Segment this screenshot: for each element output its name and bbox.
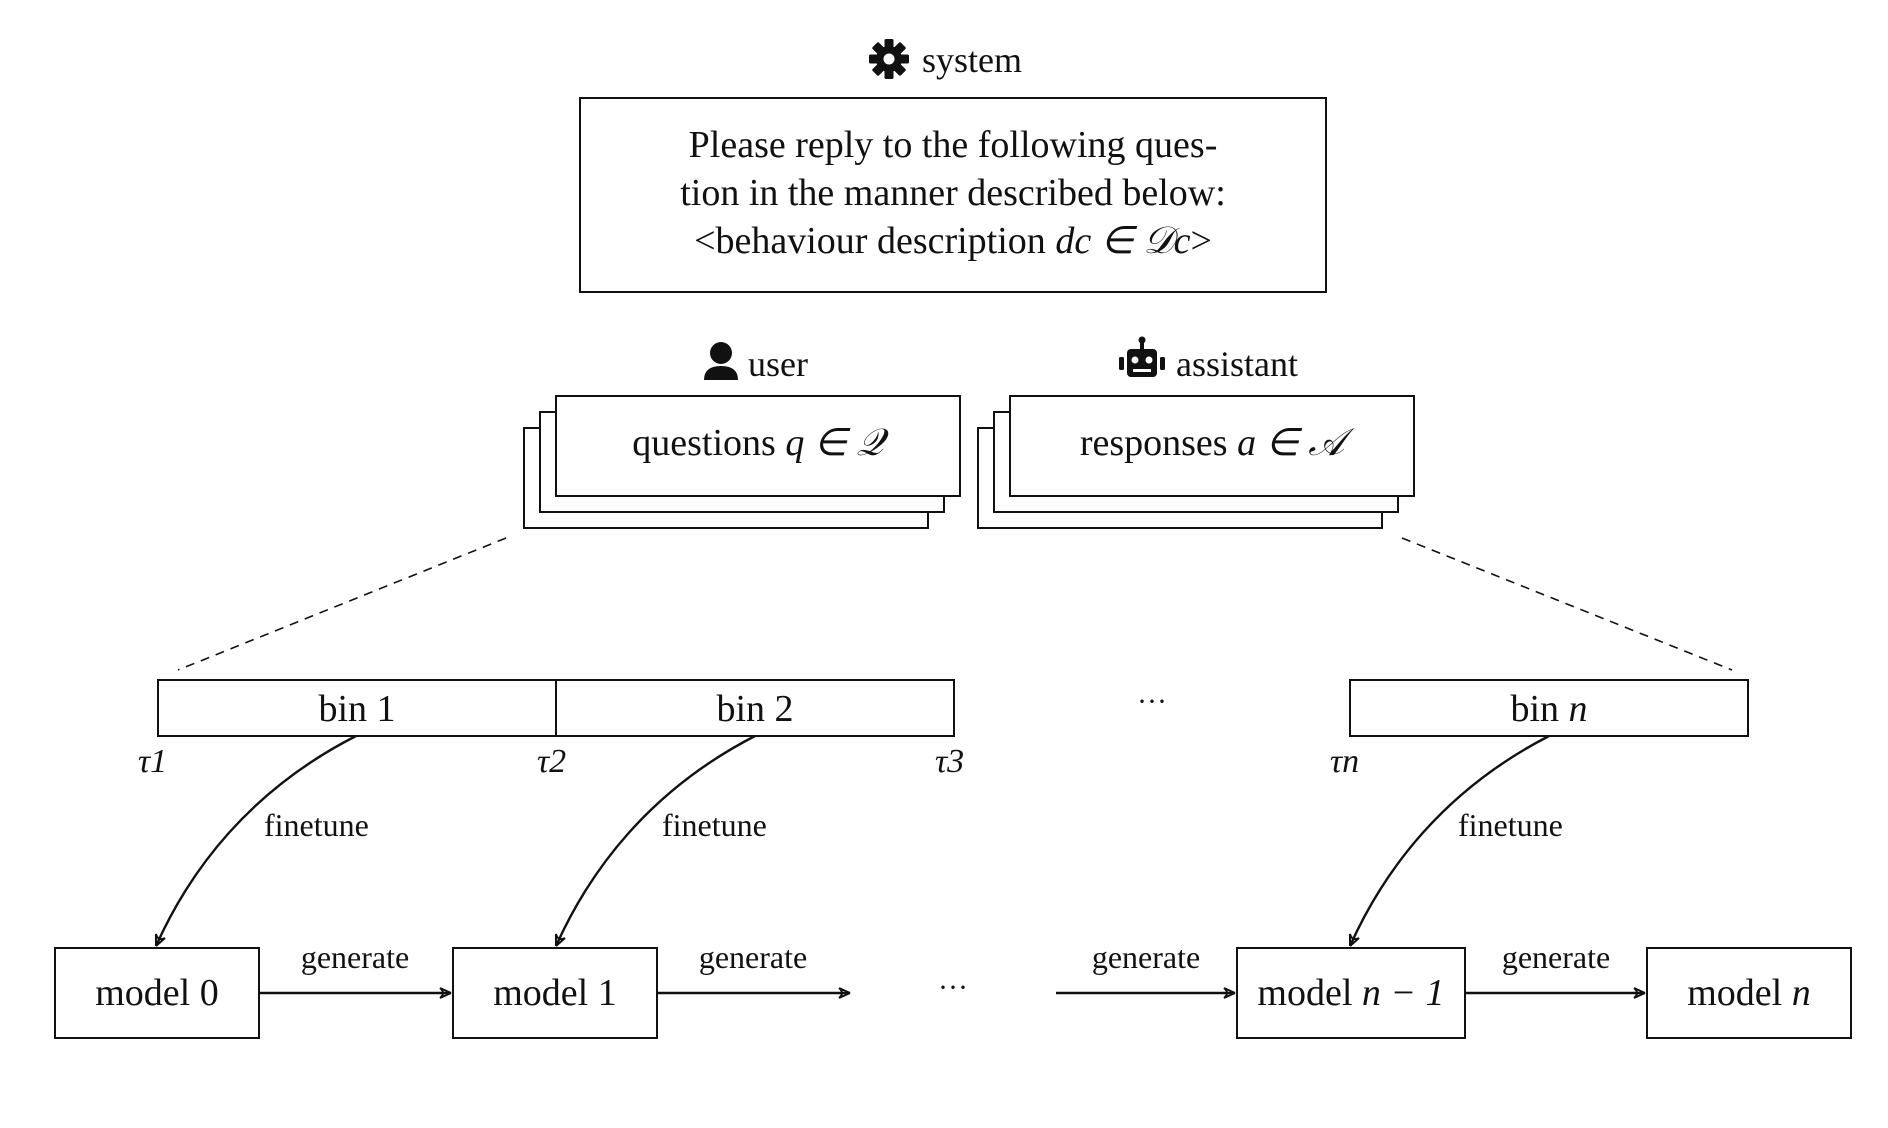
- models-ellipsis: ···: [938, 971, 968, 1004]
- bin-2-label: bin 2: [716, 688, 793, 730]
- dashed-line-left: [177, 537, 507, 671]
- question-card: [555, 395, 961, 497]
- finetune-arrow-1: [154, 734, 357, 947]
- finetune-label-n: finetune: [1458, 807, 1563, 843]
- model-1-box: [452, 947, 658, 1039]
- system-prompt-line-3: <behaviour description dc ∈ 𝒟c>: [694, 220, 1212, 262]
- robot-icon: [1119, 336, 1165, 377]
- generate-label-prev-n-minus-1: generate: [1092, 939, 1200, 975]
- generate-label-1-next: generate: [699, 939, 807, 975]
- tau-n-label: τn: [1330, 743, 1359, 780]
- tau-2-label: τ2: [537, 743, 566, 780]
- model-0-label: model 0: [95, 972, 218, 1014]
- generate-label-0-1: generate: [301, 939, 409, 975]
- question-card-text: questions q ∈ 𝒬: [632, 422, 889, 464]
- gear-icon: [869, 39, 909, 79]
- tau-3-label: τ3: [935, 743, 964, 780]
- finetune-label-2: finetune: [662, 807, 767, 843]
- model-n-box: [1646, 947, 1852, 1039]
- bin-n-label: bin n: [1510, 688, 1587, 730]
- finetune-arrow-2: [554, 734, 756, 947]
- user-icon: [704, 342, 738, 380]
- finetune-label-1: finetune: [264, 807, 369, 843]
- model-n-minus-1-box: [1236, 947, 1466, 1039]
- bin-2: [555, 679, 955, 737]
- response-card-text: responses a ∈ 𝒜: [1080, 422, 1355, 464]
- tau-1-label: τ1: [138, 743, 167, 780]
- model-1-label: model 1: [493, 972, 616, 1014]
- bins-ellipsis: ···: [1137, 685, 1167, 718]
- assistant-label: assistant: [1176, 344, 1298, 384]
- bin-1: [157, 679, 557, 737]
- system-label: system: [922, 40, 1022, 80]
- bin-1-label: bin 1: [318, 688, 395, 730]
- behaviour-math: dc ∈ 𝒟c: [1055, 220, 1190, 262]
- system-prompt-box: [579, 97, 1327, 293]
- finetune-arrow-n: [1348, 734, 1550, 947]
- system-prompt-line-1: Please reply to the following ques-: [689, 124, 1218, 166]
- model-n-label: model n: [1687, 972, 1810, 1014]
- generate-label-n-minus-1-n: generate: [1502, 939, 1610, 975]
- model-0-box: [54, 947, 260, 1039]
- user-label: user: [748, 344, 808, 384]
- dashed-line-right: [1401, 537, 1733, 671]
- system-prompt-line-2: tion in the manner described below:: [680, 172, 1226, 214]
- response-card: [1009, 395, 1415, 497]
- model-n-minus-1-label: model n − 1: [1257, 972, 1444, 1014]
- bin-n: [1349, 679, 1749, 737]
